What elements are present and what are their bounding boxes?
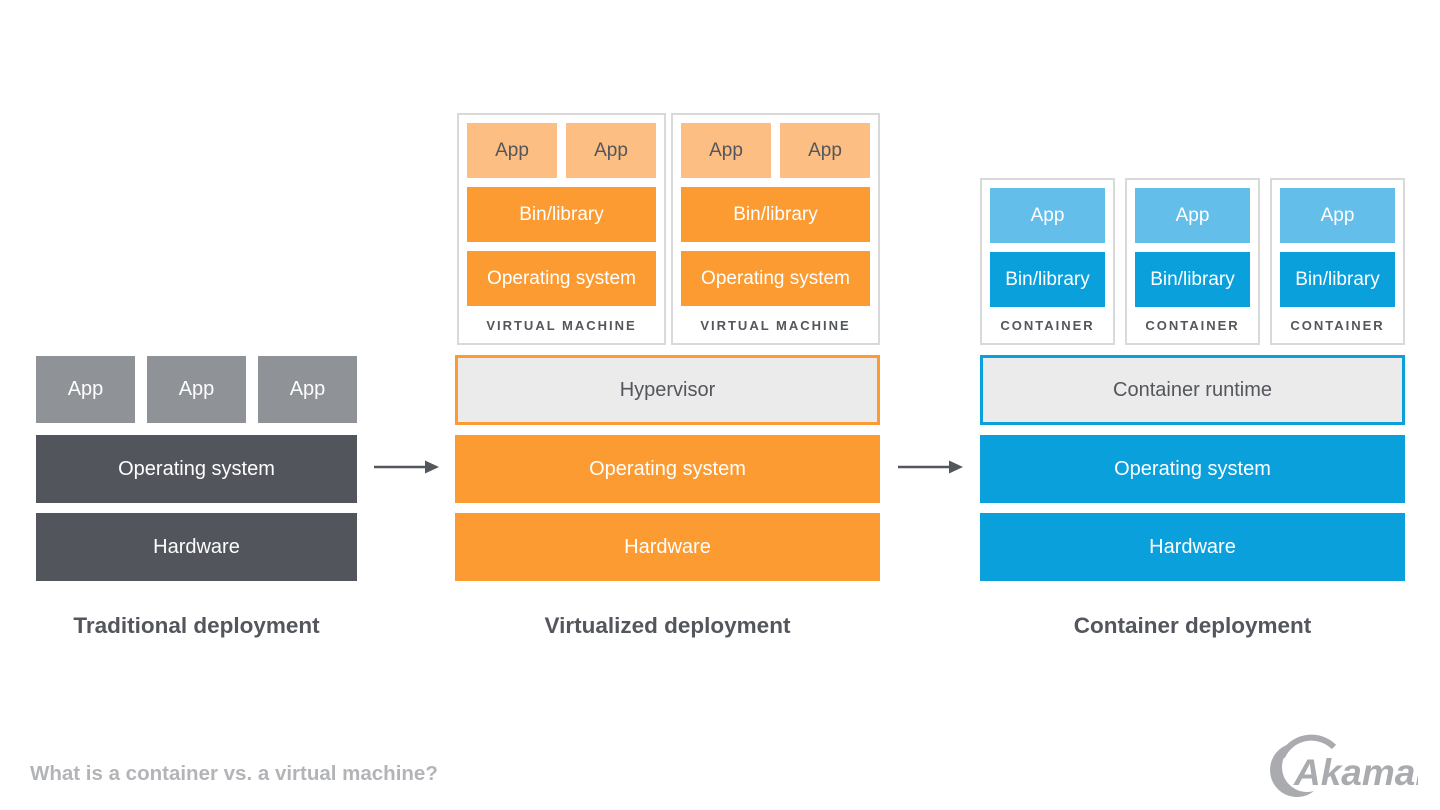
- footer-question-caption: What is a container vs. a virtual machin…: [30, 762, 438, 785]
- virtualized-os-box: Operating system: [455, 435, 880, 503]
- virtual-machine-frame: App App Bin/library Operating system VIR…: [671, 113, 880, 345]
- vm-os-box: Operating system: [467, 251, 656, 306]
- traditional-os-box: Operating system: [36, 435, 357, 503]
- container-label: CONTAINER: [1290, 318, 1385, 333]
- arrow-right-icon: [373, 457, 441, 477]
- container-bin-library-box: Bin/library: [1280, 252, 1395, 307]
- akamai-swoosh-icon: [1270, 734, 1337, 797]
- container-bin-library-box: Bin/library: [990, 252, 1105, 307]
- container-frame: App Bin/library CONTAINER: [1125, 178, 1260, 345]
- traditional-app-box: App: [258, 356, 357, 423]
- akamai-wordmark: Akamai: [1293, 752, 1418, 793]
- virtual-machine-label: VIRTUAL MACHINE: [700, 317, 851, 333]
- virtualized-column-title: Virtualized deployment: [544, 613, 791, 638]
- container-bin-library-box: Bin/library: [1135, 252, 1250, 307]
- akamai-logo: Akamai: [1270, 733, 1426, 806]
- container-app-box: App: [1135, 188, 1250, 243]
- vm-os-box: Operating system: [681, 251, 870, 306]
- hypervisor-box: Hypervisor: [455, 355, 880, 425]
- vm-app-box: App: [780, 123, 870, 178]
- container-label: CONTAINER: [1000, 318, 1095, 333]
- traditional-app-box: App: [147, 356, 246, 423]
- container-app-box: App: [1280, 188, 1395, 243]
- container-app-box: App: [990, 188, 1105, 243]
- traditional-hardware-box: Hardware: [36, 513, 357, 581]
- arrow-right-icon: [897, 457, 965, 477]
- container-label: CONTAINER: [1145, 318, 1240, 333]
- vm-app-box: App: [566, 123, 656, 178]
- traditional-app-box: App: [36, 356, 135, 423]
- traditional-column-title: Traditional deployment: [73, 613, 320, 638]
- vm-app-box: App: [681, 123, 771, 178]
- container-runtime-box: Container runtime: [980, 355, 1405, 425]
- container-hardware-box: Hardware: [980, 513, 1405, 581]
- container-frame: App Bin/library CONTAINER: [1270, 178, 1405, 345]
- container-os-box: Operating system: [980, 435, 1405, 503]
- vm-app-row: App App: [681, 123, 870, 178]
- container-frame: App Bin/library CONTAINER: [980, 178, 1115, 345]
- virtualized-hardware-box: Hardware: [455, 513, 880, 581]
- vm-bin-library-box: Bin/library: [467, 187, 656, 242]
- vm-app-row: App App: [467, 123, 656, 178]
- vm-app-box: App: [467, 123, 557, 178]
- container-column-title: Container deployment: [1073, 613, 1312, 638]
- vm-bin-library-box: Bin/library: [681, 187, 870, 242]
- virtual-machine-frame: App App Bin/library Operating system VIR…: [457, 113, 666, 345]
- virtual-machine-label: VIRTUAL MACHINE: [486, 317, 637, 333]
